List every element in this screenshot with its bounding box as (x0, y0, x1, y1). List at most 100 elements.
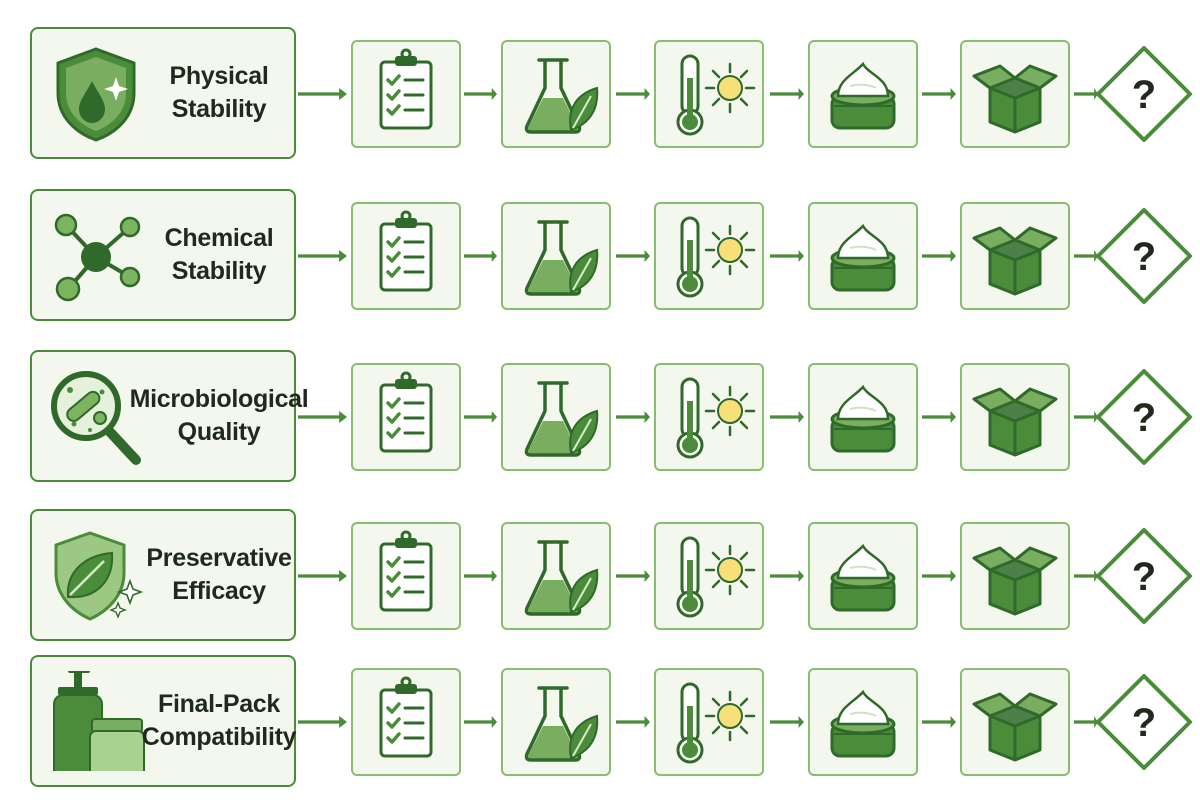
process-step-box (501, 40, 611, 148)
cream-jar-icon (830, 61, 896, 130)
flow-arrow (770, 569, 804, 583)
test-category-label: Physical Stability (144, 29, 294, 157)
decision-question-mark: ? (1132, 235, 1156, 279)
thermometer-sun-icon (676, 377, 756, 459)
process-step-box (960, 363, 1070, 471)
open-box-icon (972, 692, 1058, 762)
thermometer-sun-icon (676, 536, 756, 618)
process-step-box (501, 202, 611, 310)
process-step-box (960, 202, 1070, 310)
test-category-label-line-1: Physical (169, 62, 269, 90)
test-category-label: Chemical Stability (144, 191, 294, 319)
process-step-box (654, 668, 764, 776)
shield-leaf-icon (54, 531, 144, 621)
test-category-label: Final-Pack Compatibility (141, 657, 297, 785)
decision-node: ? (1092, 365, 1196, 469)
process-step-box (351, 668, 461, 776)
open-box-icon (972, 226, 1058, 296)
magnifier-microbe-icon (51, 371, 141, 465)
clipboard-checklist-icon (379, 210, 433, 292)
question-diamond-icon: ? (1096, 528, 1192, 624)
process-step-box (808, 202, 918, 310)
process-step-box (501, 668, 611, 776)
flow-row: Chemical Stability (0, 189, 1200, 325)
flow-arrow (298, 410, 347, 424)
decision-node: ? (1092, 204, 1196, 308)
process-step-box (351, 40, 461, 148)
thermometer-sun-icon (676, 682, 756, 764)
test-category-label-line-2: Quality (177, 418, 261, 446)
flow-arrow (922, 569, 956, 583)
test-category-box: Final-Pack Compatibility (30, 655, 297, 787)
clipboard-checklist-icon (379, 48, 433, 130)
process-step-box (808, 40, 918, 148)
process-step-box (960, 522, 1070, 630)
question-diamond-icon: ? (1096, 208, 1192, 304)
flow-arrow (922, 249, 956, 263)
flow-arrow (770, 715, 804, 729)
decision-question-mark: ? (1132, 555, 1156, 599)
process-step-box (351, 522, 461, 630)
shield-droplet-icon (56, 47, 136, 142)
decision-node: ? (1092, 524, 1196, 628)
process-step-box (654, 363, 764, 471)
flow-arrow (616, 715, 650, 729)
flow-arrow (770, 410, 804, 424)
decision-question-mark: ? (1132, 73, 1156, 117)
process-step-box (654, 202, 764, 310)
flow-row: Physical Stability (0, 27, 1200, 163)
process-step-box (501, 522, 611, 630)
test-category-label-line-1: Chemical (164, 224, 274, 252)
clipboard-checklist-icon (379, 676, 433, 758)
flask-leaf-icon (524, 220, 599, 296)
question-diamond-icon: ? (1096, 46, 1192, 142)
flow-arrow (464, 87, 497, 101)
flow-arrow (298, 569, 347, 583)
flow-row: Preservative Efficacy (0, 509, 1200, 645)
test-category-box: Physical Stability (30, 27, 296, 159)
process-step-box (960, 668, 1070, 776)
flask-leaf-icon (524, 381, 599, 457)
molecule-icon (54, 213, 141, 302)
process-step-box (960, 40, 1070, 148)
test-category-label-line-1: Final-Pack (157, 690, 281, 718)
test-category-box: Chemical Stability (30, 189, 296, 321)
thermometer-sun-icon (676, 216, 756, 298)
cream-jar-icon (830, 543, 896, 612)
process-step-box (501, 363, 611, 471)
process-step-box (808, 522, 918, 630)
flow-arrow (616, 249, 650, 263)
flow-arrow (616, 87, 650, 101)
test-category-label: Preservative Efficacy (144, 511, 294, 639)
test-category-label-line-1: Microbiological (129, 385, 309, 413)
test-category-label-line-1: Preservative (146, 544, 292, 572)
flow-arrow (922, 410, 956, 424)
process-step-box (351, 363, 461, 471)
thermometer-sun-icon (676, 54, 756, 136)
cream-jar-icon (830, 689, 896, 758)
flask-leaf-icon (524, 58, 599, 134)
process-step-box (351, 202, 461, 310)
flow-arrow (464, 410, 497, 424)
flow-arrow (922, 87, 956, 101)
clipboard-checklist-icon (379, 530, 433, 612)
decision-question-mark: ? (1132, 396, 1156, 440)
flow-arrow (770, 249, 804, 263)
test-category-label-line-2: Stability (171, 95, 267, 123)
test-category-label-line-2: Stability (171, 257, 267, 285)
flow-arrow (770, 87, 804, 101)
flow-arrow (298, 249, 347, 263)
flow-arrow (464, 249, 497, 263)
decision-node: ? (1092, 42, 1196, 146)
open-box-icon (972, 387, 1058, 457)
process-step-box (808, 668, 918, 776)
decision-node: ? (1092, 670, 1196, 774)
test-category-label-line-2: Compatibility (141, 723, 297, 751)
flow-arrow (298, 715, 347, 729)
question-diamond-icon: ? (1096, 369, 1192, 465)
test-category-box: Preservative Efficacy (30, 509, 296, 641)
open-box-icon (972, 546, 1058, 616)
process-step-box (654, 40, 764, 148)
flow-row: Final-Pack Compatibility (0, 655, 1200, 791)
